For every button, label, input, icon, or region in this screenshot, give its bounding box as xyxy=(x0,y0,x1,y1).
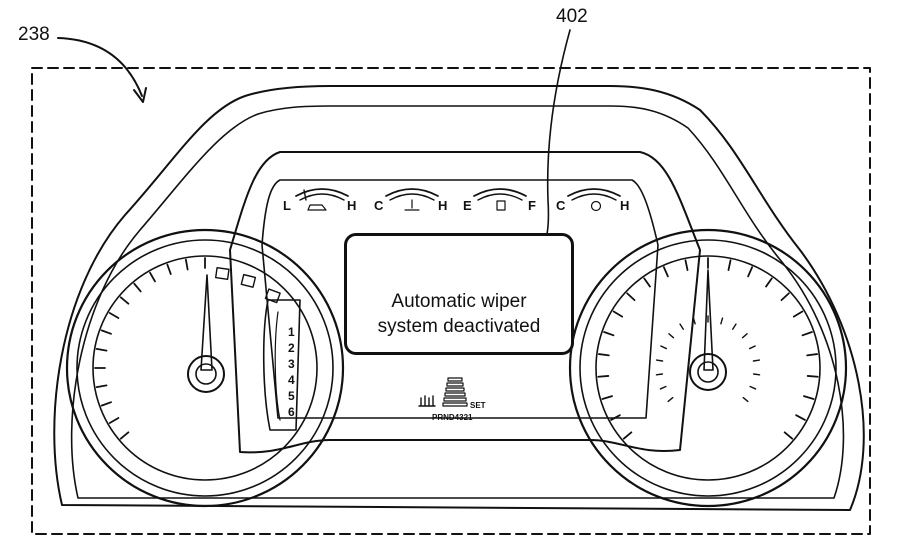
speedo-tick xyxy=(803,395,815,400)
tach-tick xyxy=(100,401,112,407)
speedo-tick xyxy=(610,414,621,421)
speedo-tick xyxy=(603,331,615,337)
speedo-inner-tick xyxy=(732,323,737,330)
mini-gauge-temp-low: C xyxy=(556,198,566,213)
center-display-bezel xyxy=(229,151,701,454)
tach-redline-box-2 xyxy=(240,273,257,288)
tach-tick xyxy=(100,329,112,335)
mini-gauge-fuel-high: F xyxy=(528,198,536,213)
tach-tick xyxy=(95,347,108,352)
speedo-inner-tick xyxy=(659,385,667,390)
message-display: Automatic wiper system deactivated xyxy=(344,233,574,355)
tach-tick xyxy=(149,271,156,283)
mini-gauge-oil xyxy=(295,188,349,211)
speedo-tick xyxy=(597,353,610,357)
speedo-tick xyxy=(622,431,633,440)
gear-list-item: 5 xyxy=(288,389,295,403)
tach-tick xyxy=(95,384,108,389)
gear-list-item: 4 xyxy=(288,373,295,387)
speedo-tick xyxy=(643,277,651,288)
tach-tick xyxy=(166,263,172,275)
panel-boundary xyxy=(31,67,871,535)
ref-numeral-display: 402 xyxy=(556,6,588,27)
gear-list-item: 6 xyxy=(288,405,295,419)
speedo-tick xyxy=(806,375,819,378)
speedo-inner-tick xyxy=(749,385,757,390)
tach-hub xyxy=(187,355,225,393)
speedo-hub xyxy=(689,353,727,391)
speedo-inner-tick xyxy=(655,373,664,376)
gear-list-panel xyxy=(262,299,301,431)
speedo-inner-tick xyxy=(742,396,749,403)
speedo-inner-tick xyxy=(752,359,761,362)
ref-arrow-238 xyxy=(57,37,143,97)
speedo-tick xyxy=(792,310,804,318)
speedo-tick xyxy=(601,395,613,400)
speedo-tick xyxy=(780,292,790,302)
mini-gauge-coolant-high: H xyxy=(438,198,447,213)
center-display-screen xyxy=(261,179,659,419)
speedo-tick xyxy=(662,266,669,278)
cruise-bars-icon xyxy=(418,395,436,407)
tach-redline-box-1 xyxy=(214,267,230,280)
speedo-tick xyxy=(612,310,624,318)
mini-gauge-coolant-low: C xyxy=(374,198,384,213)
speedo-inner-tick xyxy=(741,333,748,339)
speedo-tick xyxy=(747,266,754,278)
speedo-inner-tick xyxy=(720,317,724,325)
tachometer-gauge xyxy=(65,228,345,508)
speedo-inner-tick xyxy=(667,396,674,403)
speedo-tick xyxy=(806,353,819,357)
ref-leader-402 xyxy=(542,29,571,246)
gear-list-item: 1 xyxy=(288,325,295,339)
speedo-inner-tick xyxy=(660,345,668,350)
mini-gauge-oil-low: L xyxy=(283,198,291,213)
speedo-tick xyxy=(684,259,689,272)
mini-gauge-coolant xyxy=(385,188,439,211)
speedo-tick xyxy=(727,259,732,272)
speedo-inner-tick xyxy=(748,345,756,350)
speedo-needle xyxy=(703,269,714,371)
tach-needle xyxy=(200,274,213,371)
mini-gauge-temp-high: H xyxy=(620,198,629,213)
mini-gauge-fuel xyxy=(473,188,527,211)
cruise-set-label: SET xyxy=(470,401,486,410)
speedo-inner-tick xyxy=(679,323,684,330)
speedo-tick xyxy=(765,277,773,288)
tach-tick xyxy=(184,258,189,271)
ref-numeral-panel: 238 xyxy=(18,24,50,45)
tach-tick xyxy=(119,431,130,440)
speedo-inner-tick xyxy=(752,373,761,376)
speedo-tick xyxy=(626,292,636,302)
tach-tick xyxy=(108,417,120,424)
speedometer-gauge xyxy=(568,228,848,508)
speedo-tick xyxy=(597,375,610,378)
cluster-housing-inner xyxy=(70,105,845,499)
speedo-inner-tick xyxy=(655,359,664,362)
speedo-inner-tick xyxy=(692,317,696,325)
mini-gauge-fuel-low: E xyxy=(463,198,472,213)
speedo-tick xyxy=(795,414,806,421)
gear-list-item: 3 xyxy=(288,357,295,371)
gear-indicator-stack xyxy=(442,377,468,407)
tach-tick xyxy=(119,296,130,305)
speedo-tick xyxy=(801,331,813,337)
tach-tick xyxy=(108,312,120,319)
mini-gauge-temp xyxy=(567,188,621,212)
cluster-housing-outer xyxy=(53,85,865,511)
speedo-tick xyxy=(783,431,794,440)
speedo-inner-tick xyxy=(668,333,675,339)
message-line-2: system deactivated xyxy=(377,316,541,337)
message-line-1: Automatic wiper xyxy=(391,291,527,312)
gear-list-item: 2 xyxy=(288,341,295,355)
prnd-label: PRND4321 xyxy=(432,413,473,422)
mini-gauge-oil-high: H xyxy=(347,198,356,213)
tach-tick xyxy=(133,282,142,293)
